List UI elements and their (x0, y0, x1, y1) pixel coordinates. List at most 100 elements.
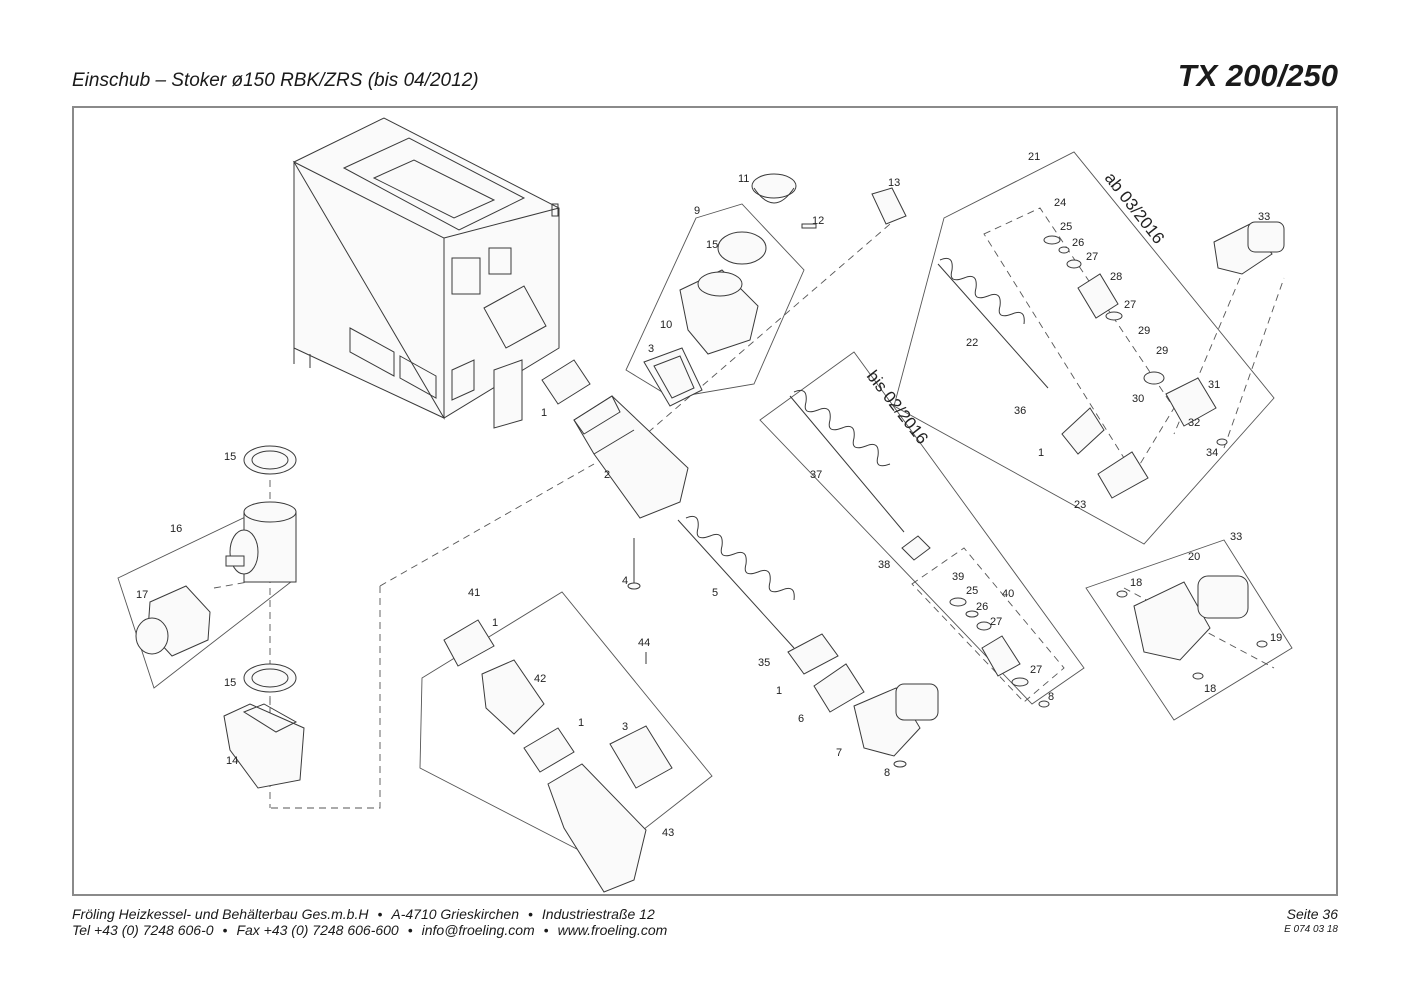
plate-23 (1097, 451, 1149, 499)
sensor-13 (871, 187, 907, 225)
footer-contact-line: Tel +43 (0) 7248 606-0•Fax +43 (0) 7248 … (72, 922, 668, 938)
nut-19 (1256, 640, 1268, 648)
nut-34 (1216, 438, 1228, 446)
ring-26a (1058, 246, 1070, 254)
group-33-outline (1085, 539, 1293, 721)
label-41: 41 (468, 587, 480, 599)
ring-26b (965, 610, 979, 618)
gasket-1-upper (541, 359, 591, 405)
label-37: 37 (810, 469, 822, 481)
label-35: 35 (758, 657, 770, 669)
gasket-1-g41a (443, 619, 495, 667)
label-42: 42 (534, 673, 546, 685)
channel-42 (481, 659, 545, 735)
label-19: 19 (1270, 632, 1282, 644)
flange-11 (751, 173, 797, 199)
footer-street: Industriestraße 12 (541, 906, 655, 922)
label-39: 39 (952, 571, 964, 583)
label-25: 25 (1060, 221, 1072, 233)
ring-25a (1043, 235, 1061, 245)
group-40-outline (911, 547, 1065, 703)
label-11: 11 (738, 173, 749, 185)
model-title: TX 200/250 (1177, 58, 1338, 93)
gear-motor-17 (135, 585, 211, 657)
label-13: 13 (888, 177, 900, 189)
label-27: 27 (1086, 251, 1098, 263)
label-1: 1 (492, 617, 498, 629)
hopper-14 (223, 703, 305, 789)
version-note-bis: bis 02/2016 (863, 367, 932, 448)
label-26: 26 (976, 601, 988, 613)
group-41-outline (419, 591, 713, 863)
label-2: 2 (604, 469, 610, 481)
bolt-12 (801, 223, 817, 229)
boiler-body (292, 117, 560, 429)
flange-15-upper (243, 445, 297, 475)
group-9-outline (625, 203, 805, 399)
plate-6 (813, 663, 865, 713)
label-15: 15 (224, 677, 236, 689)
label-27: 27 (990, 616, 1002, 628)
gasket-1-g41b (523, 727, 575, 773)
document-code: E 074 03 18 (1284, 924, 1338, 935)
exploded-parts-diagram: 1 2 3 4 5 9 10 11 12 13 15 15 16 17 15 1… (72, 106, 1338, 896)
plate-30 (1143, 371, 1165, 385)
gasket-1-right (1061, 407, 1105, 455)
label-3: 3 (622, 721, 628, 733)
label-36: 36 (1014, 405, 1026, 417)
rotary-valve-16 (225, 501, 297, 583)
label-44: 44 (638, 637, 650, 649)
footer-fax: Fax +43 (0) 7248 606-600 (236, 922, 399, 938)
label-26: 26 (1072, 237, 1084, 249)
flange-15-housing (717, 231, 767, 265)
label-14: 14 (226, 755, 238, 767)
footer-web: www.froeling.com (557, 922, 668, 938)
auger-5 (677, 515, 795, 649)
label-27: 27 (1124, 299, 1136, 311)
gear-motor-7 (853, 683, 939, 757)
label-6: 6 (798, 713, 804, 725)
label-1: 1 (1038, 447, 1044, 459)
label-21: 21 (1028, 151, 1040, 163)
ring-25b (949, 597, 967, 607)
footer-address: A-4710 Grieskirchen (391, 906, 519, 922)
label-31: 31 (1208, 379, 1220, 391)
label-3: 3 (648, 343, 654, 355)
label-23: 23 (1074, 499, 1086, 511)
label-33: 33 (1230, 531, 1242, 543)
page-title: Einschub – Stoker ø150 RBK/ZRS (bis 04/2… (72, 70, 479, 91)
label-4: 4 (622, 575, 628, 587)
label-15: 15 (224, 451, 236, 463)
washer-8b (1038, 700, 1050, 708)
label-1: 1 (776, 685, 782, 697)
gear-motor-33-lower (1133, 575, 1249, 661)
label-40: 40 (1002, 588, 1014, 600)
stoker-channel-2 (573, 395, 689, 519)
gear-motor-33-upper (1213, 221, 1285, 275)
label-30: 30 (1132, 393, 1144, 405)
label-20: 20 (1188, 551, 1200, 563)
gasket-1-auger (787, 633, 839, 675)
label-38: 38 (878, 559, 890, 571)
drop-shaft-housing-9 (679, 269, 759, 355)
label-32: 32 (1188, 417, 1200, 429)
label-28: 28 (1110, 271, 1122, 283)
label-27: 27 (1030, 664, 1042, 676)
cover-31 (1165, 377, 1217, 427)
bearing-flange-40 (981, 635, 1021, 677)
label-7: 7 (836, 747, 842, 759)
label-10: 10 (660, 319, 672, 331)
ring-27b (976, 621, 992, 631)
label-15: 15 (706, 239, 718, 251)
auger-37 (789, 389, 905, 533)
label-8: 8 (884, 767, 890, 779)
label-18: 18 (1204, 683, 1216, 695)
ring-27c (1011, 677, 1029, 687)
label-1: 1 (541, 407, 547, 419)
ring-27a (1066, 259, 1082, 269)
label-16: 16 (170, 523, 182, 535)
label-9: 9 (694, 205, 700, 217)
cover-plate-3-g41 (609, 725, 673, 789)
label-17: 17 (136, 589, 148, 601)
flange-15-lower (243, 663, 297, 693)
